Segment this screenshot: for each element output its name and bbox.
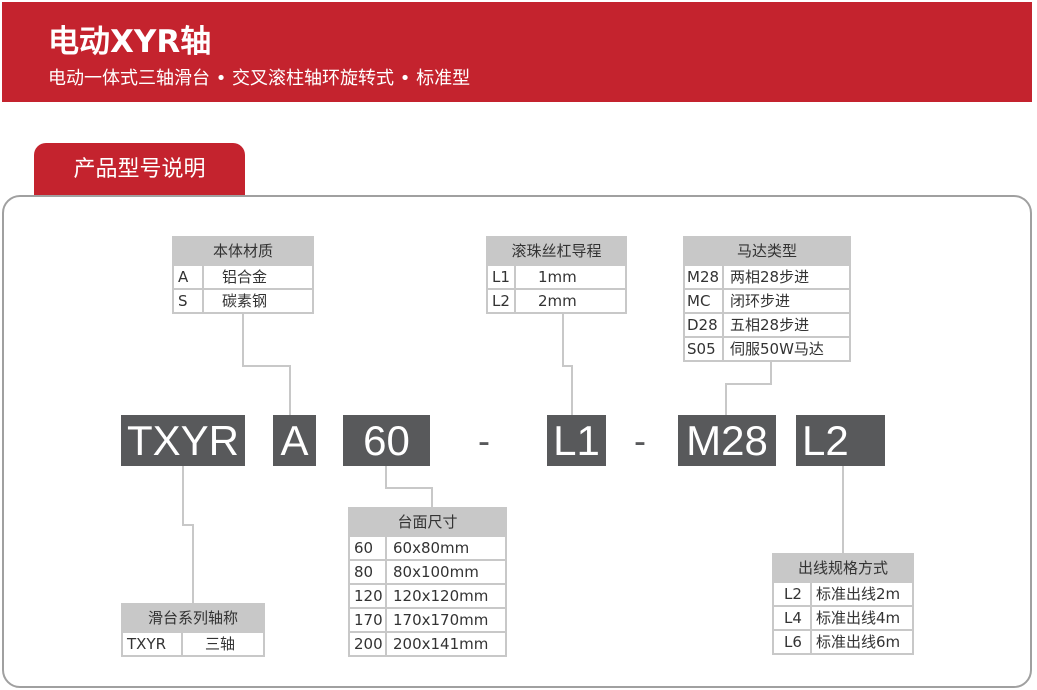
desc: 标准出线6m bbox=[816, 633, 901, 651]
code-size: 60 bbox=[343, 415, 430, 466]
table-row: D28 五相28步进 bbox=[685, 312, 849, 336]
table-row: M28 两相28步进 bbox=[685, 264, 849, 288]
table-row: A 铝合金 bbox=[174, 264, 312, 288]
desc: 1mm bbox=[538, 268, 577, 286]
table-header: 台面尺寸 bbox=[350, 509, 505, 535]
header-banner: 电动XYR轴 电动一体式三轴滑台 • 交叉滚柱轴环旋转式 • 标准型 bbox=[2, 2, 1032, 102]
model-diagram-box bbox=[2, 195, 1032, 688]
code: S05 bbox=[685, 338, 724, 360]
code: L2 bbox=[488, 290, 516, 312]
motor-table: 马达类型 M28 两相28步进 MC 闭环步进 D28 五相28步进 S05 伺服50W… bbox=[683, 236, 851, 362]
desc: 铝合金 bbox=[222, 268, 268, 286]
code: TXYR bbox=[123, 633, 183, 655]
page-subtitle: 电动一体式三轴滑台 • 交叉滚柱轴环旋转式 • 标准型 bbox=[48, 68, 471, 89]
code: L2 bbox=[774, 583, 812, 605]
desc: 200x141mm bbox=[393, 635, 489, 653]
desc: 闭环步进 bbox=[730, 292, 791, 310]
code: 170 bbox=[350, 609, 387, 631]
code: 60 bbox=[350, 537, 387, 559]
desc: 170x170mm bbox=[393, 611, 489, 629]
desc: 60x80mm bbox=[393, 539, 470, 557]
code-lead: L1 bbox=[547, 415, 606, 466]
table-row: MC 闭环步进 bbox=[685, 288, 849, 312]
code-motor: M28 bbox=[678, 415, 776, 466]
table-row: 170 170x170mm bbox=[350, 607, 505, 631]
code: 80 bbox=[350, 561, 387, 583]
table-row: L2 2mm bbox=[488, 288, 625, 312]
material-table: 本体材质 A 铝合金 S 碳素钢 bbox=[172, 236, 314, 314]
code: S bbox=[174, 290, 204, 312]
lead-table: 滚珠丝杠导程 L1 1mm L2 2mm bbox=[486, 236, 627, 314]
table-row: S05 伺服50W马达 bbox=[685, 336, 849, 360]
desc: 三轴 bbox=[205, 635, 236, 653]
code-series: TXYR bbox=[121, 415, 245, 466]
desc: 两相28步进 bbox=[730, 268, 810, 286]
code-material: A bbox=[273, 415, 316, 466]
code: 120 bbox=[350, 585, 387, 607]
code: MC bbox=[685, 290, 724, 312]
desc: 120x120mm bbox=[393, 587, 489, 605]
code: M28 bbox=[685, 266, 724, 288]
table-row: 120 120x120mm bbox=[350, 583, 505, 607]
code: L4 bbox=[774, 607, 812, 629]
code: L1 bbox=[488, 266, 516, 288]
page-title: 电动XYR轴 bbox=[48, 24, 212, 60]
table-row: S 碳素钢 bbox=[174, 288, 312, 312]
table-header: 马达类型 bbox=[685, 238, 849, 264]
code: D28 bbox=[685, 314, 724, 336]
table-header: 本体材质 bbox=[174, 238, 312, 264]
table-header: 滑台系列轴称 bbox=[123, 605, 263, 631]
section-tab: 产品型号说明 bbox=[34, 143, 245, 197]
desc: 五相28步进 bbox=[730, 316, 810, 334]
table-row: 80 80x100mm bbox=[350, 559, 505, 583]
desc: 标准出线4m bbox=[816, 609, 901, 627]
table-row: L1 1mm bbox=[488, 264, 625, 288]
table-row: 200 200x141mm bbox=[350, 631, 505, 655]
size-table: 台面尺寸 60 60x80mm 80 80x100mm 120 120x120mm 1… bbox=[348, 507, 507, 657]
desc: 2mm bbox=[538, 292, 577, 310]
table-header: 出线规格方式 bbox=[774, 555, 912, 581]
code: 200 bbox=[350, 633, 387, 655]
table-row: 60 60x80mm bbox=[350, 535, 505, 559]
code: A bbox=[174, 266, 204, 288]
code-cable: L2 bbox=[796, 415, 885, 466]
desc: 80x100mm bbox=[393, 563, 479, 581]
table-row: TXYR 三轴 bbox=[123, 631, 263, 655]
code-separator: - bbox=[478, 420, 490, 461]
table-header: 滚珠丝杠导程 bbox=[488, 238, 625, 264]
series-table: 滑台系列轴称 TXYR 三轴 bbox=[121, 603, 265, 657]
desc: 碳素钢 bbox=[222, 292, 268, 310]
desc: 伺服50W马达 bbox=[730, 340, 824, 358]
code-separator: - bbox=[634, 420, 646, 461]
desc: 标准出线2m bbox=[816, 585, 901, 603]
code: L6 bbox=[774, 631, 812, 653]
